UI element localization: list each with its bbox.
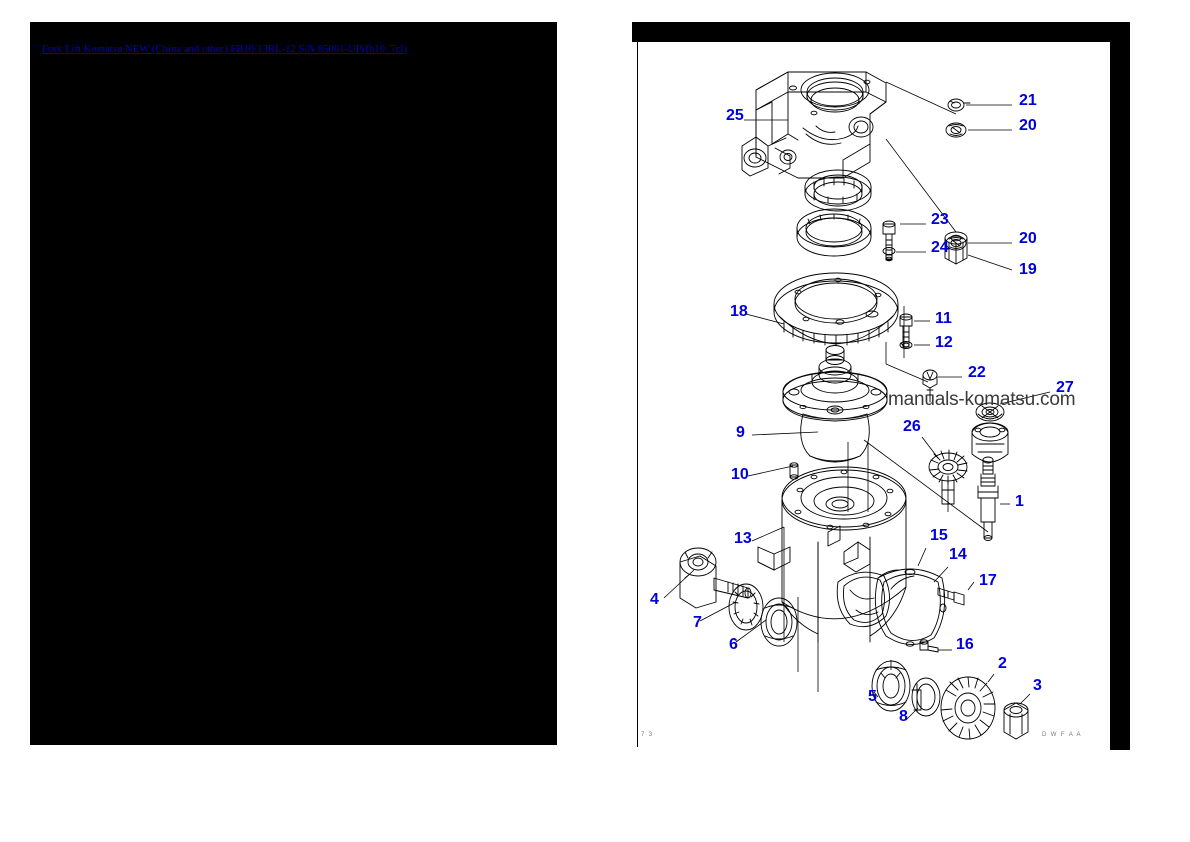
callout-16: 16 — [956, 636, 974, 653]
callout-11: 11 — [935, 310, 952, 327]
callout-24: 24 — [931, 239, 949, 256]
callout-13: 13 — [734, 530, 752, 547]
panel-right-black-bar — [1110, 22, 1130, 750]
callout-1: 1 — [1015, 493, 1024, 510]
leader-lines — [663, 81, 1051, 721]
part-19-sleeve-nut — [944, 231, 968, 265]
catalog-title-link[interactable]: Fork Lift Komatsu NEW (China and other) … — [42, 44, 408, 55]
callout-5: 5 — [868, 688, 877, 705]
part-16-small-bolt — [919, 639, 939, 653]
part-20a-washer — [945, 122, 967, 138]
part-21-snap-ring — [947, 98, 971, 112]
callout-17: 17 — [979, 572, 997, 589]
part-4-flange-yoke — [679, 547, 752, 609]
part-17-bolt — [937, 587, 965, 606]
part-24-washer-bolt — [882, 247, 896, 262]
part-1-spindle — [977, 456, 999, 541]
callout-20: 20 — [1019, 117, 1037, 134]
callout-8: 8 — [899, 708, 908, 725]
callout-10: 10 — [731, 466, 749, 483]
callout-14: 14 — [949, 546, 967, 563]
callout-3: 3 — [1033, 677, 1042, 694]
callout-26: 26 — [903, 418, 921, 435]
part-2-bevel-gear — [940, 676, 996, 740]
watermark-text: manuals-komatsu.com — [888, 389, 1076, 410]
callout-23: 23 — [931, 211, 949, 228]
callout-18: 18 — [730, 303, 748, 320]
part-7-retainer-ring — [728, 583, 764, 631]
callout-4: 4 — [650, 591, 659, 608]
callout-25: 25 — [726, 107, 744, 124]
callout-2: 2 — [998, 655, 1007, 672]
corner-code-left: 7 3 — [641, 732, 654, 738]
callout-15: 15 — [930, 527, 948, 544]
catalog-left-panel: Fork Lift Komatsu NEW (China and other) … — [30, 22, 557, 745]
callout-12: 12 — [935, 334, 953, 351]
part-18-ring-gear — [773, 272, 899, 346]
part-10-dowel-pin — [789, 462, 799, 480]
callout-20: 20 — [1019, 230, 1037, 247]
part-12-washer — [899, 341, 913, 349]
part-25-upper-housing — [741, 71, 887, 179]
part-seal-race-ring — [796, 208, 872, 257]
callout-22: 22 — [968, 364, 986, 381]
part-6-bearing — [760, 597, 798, 647]
callout-27: 27 — [1056, 379, 1074, 396]
callout-6: 6 — [729, 636, 738, 653]
part-11-bolt — [899, 313, 913, 349]
part-8-spacer — [911, 677, 941, 717]
callout-7: 7 — [693, 614, 702, 631]
part-13-lower-housing — [757, 466, 907, 643]
callout-9: 9 — [736, 424, 745, 441]
part-9-drive-unit — [782, 345, 888, 463]
callout-21: 21 — [1019, 92, 1037, 109]
part-23-bolt — [882, 220, 896, 261]
corner-code-right: D W F A A — [1042, 732, 1082, 738]
part-upper-bearing-ring — [804, 169, 872, 212]
exploded-parts-drawing: 2521202324201918111222272691011315141747… — [650, 71, 1074, 740]
part-27-bearing-cap — [971, 402, 1009, 463]
part-3-nut — [1003, 702, 1029, 740]
callout-19: 19 — [1019, 261, 1037, 278]
part-22-plug — [922, 369, 938, 403]
panel-top-black-bar — [632, 22, 1130, 42]
part-14-15-cover — [874, 568, 947, 647]
